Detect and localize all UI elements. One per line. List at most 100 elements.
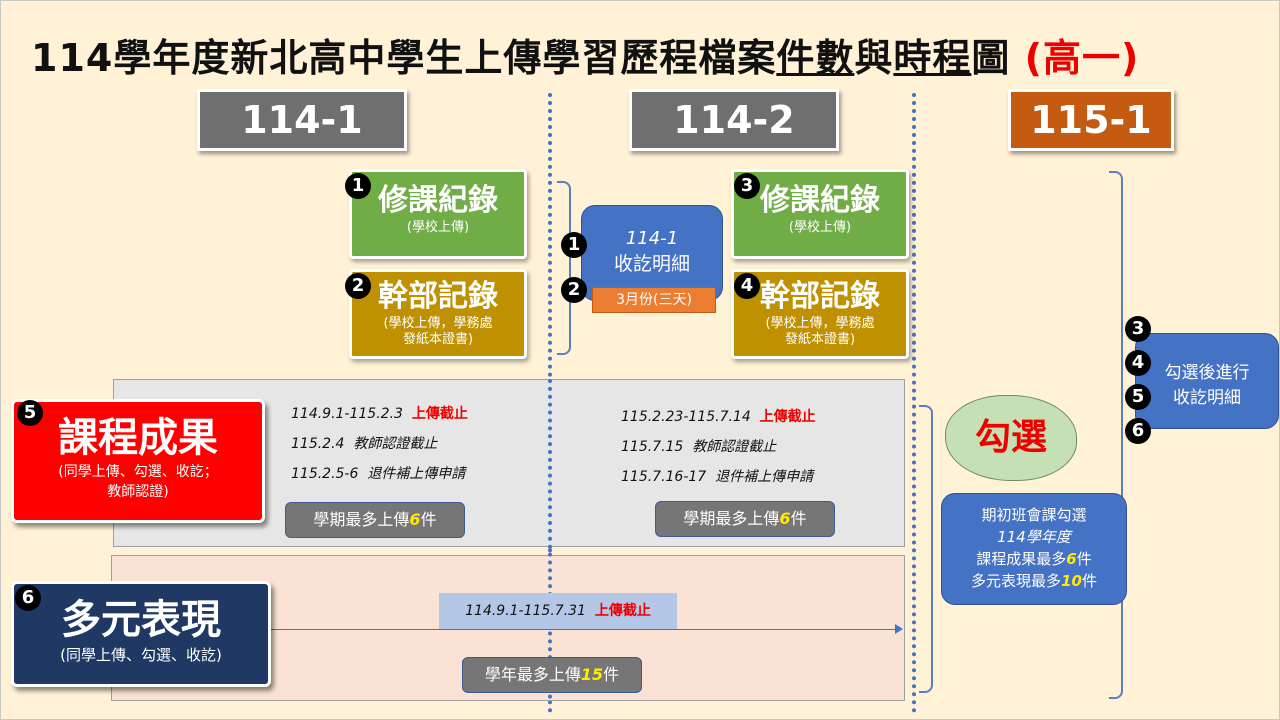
record-subtitle: (學校上傳，學務處 (765, 316, 875, 331)
schedule-line: 114.9.1-115.2.3 上傳截止 (291, 403, 468, 423)
schedule-date: 115.2.4 (291, 436, 345, 452)
limit-text: 學年最多上傳 (484, 665, 581, 684)
schedule-event: 教師認證截止 (353, 436, 438, 452)
title-grade: (高一) (1024, 36, 1140, 80)
selection-info-box: 期初班會課勾選 114學年度 課程成果最多6件 多元表現最多10件 (941, 493, 1127, 605)
schedule-line: 115.2.5-6 退件補上傳申請 (291, 463, 465, 483)
timeline-arrow (266, 629, 898, 630)
number-badge: 6 (15, 585, 41, 611)
record-box-course-2: 修課紀錄 (學校上傳) (731, 169, 909, 259)
receipt-period-tag: 3月份(三天) (592, 287, 716, 313)
course-results-box: 課程成果 (同學上傳、勾選、收訖； 教師認證) (11, 399, 265, 523)
semester-115-1: 115-1 (1008, 89, 1174, 151)
receipt-label: 收訖明細 (613, 253, 690, 275)
receipt-line: 勾選後進行 (1164, 363, 1250, 383)
record-box-course-1: 修課紀錄 (學校上傳) (349, 169, 527, 259)
number-badge: 2 (561, 277, 587, 303)
receipt-details-after-select: 勾選後進行 收訖明細 (1135, 333, 1279, 429)
schedule-event: 退件補上傳申請 (715, 469, 814, 485)
receipt-details-114-1: 114-1 收訖明細 (581, 205, 723, 301)
schedule-date: 115.2.23-115.7.14 (621, 409, 751, 425)
schedule-date: 115.7.16-17 (621, 469, 707, 485)
limit-number: 15 (580, 665, 604, 684)
number-badge: 2 (345, 273, 371, 299)
schedule-event: 退件補上傳申請 (367, 466, 466, 482)
selection-line: 多元表現最多10件 (942, 570, 1126, 592)
schedule-date: 114.9.1-115.2.3 (291, 406, 403, 422)
diverse-performance-box: 多元表現 (同學上傳、勾選、收訖) (11, 581, 271, 687)
selection-line: 期初班會課勾選 (981, 506, 1087, 524)
diverse-schedule: 114.9.1-115.7.31 上傳截止 (439, 593, 677, 629)
schedule-date: 115.7.15 (621, 439, 684, 455)
category-title: 多元表現 (61, 597, 221, 643)
limit-unit: 件 (420, 510, 437, 529)
bracket (557, 181, 571, 355)
limit-text: 學期最多上傳 (313, 510, 410, 529)
record-subtitle: (學校上傳) (406, 220, 470, 235)
number-badge: 5 (1125, 384, 1151, 410)
schedule-date: 114.9.1-115.7.31 (465, 603, 586, 619)
record-subtitle: (學校上傳，學務處 (383, 316, 493, 331)
title-text-end: 圖 (971, 36, 1011, 80)
page-title: 114學年度新北高中學生上傳學習歷程檔案件數與時程圖 (高一) (31, 27, 1139, 82)
bracket (1109, 171, 1123, 699)
semester-114-1: 114-1 (197, 89, 407, 151)
number-badge: 4 (1125, 350, 1151, 376)
limit-text: 學期最多上傳 (683, 509, 780, 528)
selection-number: 6 (1066, 550, 1077, 568)
year-limit-label: 學年最多上傳15件 (462, 657, 642, 693)
number-badge: 3 (1125, 316, 1151, 342)
record-subtitle: 發紙本證書) (402, 332, 474, 347)
record-box-cadre-2: 幹部記錄 (學校上傳，學務處 發紙本證書) (731, 269, 909, 359)
semester-limit-label: 學期最多上傳6件 (285, 502, 465, 538)
number-badge: 6 (1125, 418, 1151, 444)
record-subtitle: (學校上傳) (788, 220, 852, 235)
limit-unit: 件 (603, 665, 620, 684)
number-badge: 3 (734, 173, 760, 199)
record-title: 修課紀錄 (760, 183, 880, 218)
semester-114-2: 114-2 (629, 89, 839, 151)
record-title: 幹部記錄 (760, 279, 880, 314)
bracket (919, 405, 933, 693)
selection-unit: 件 (1081, 572, 1097, 590)
receipt-line: 收訖明細 (1173, 388, 1241, 408)
receipt-semester: 114-1 (625, 228, 679, 249)
number-badge: 1 (561, 232, 587, 258)
category-subtitle: (同學上傳、勾選、收訖； (58, 464, 218, 480)
number-badge: 4 (734, 273, 760, 299)
schedule-line: 115.2.4 教師認證截止 (291, 433, 437, 453)
selection-text: 多元表現最多 (971, 572, 1062, 590)
schedule-line: 115.2.23-115.7.14 上傳截止 (621, 406, 816, 426)
selection-line: 課程成果最多6件 (942, 548, 1126, 570)
number-badge: 5 (17, 400, 43, 426)
selection-line: 114學年度 (997, 528, 1071, 546)
category-subtitle: 教師認證) (107, 484, 169, 500)
title-underlined-count: 件數 (776, 36, 855, 80)
arrow-head-icon (895, 624, 903, 634)
schedule-deadline: 上傳截止 (411, 406, 468, 422)
record-title: 修課紀錄 (378, 183, 498, 218)
title-underlined-schedule: 時程 (893, 36, 972, 80)
schedule-event: 教師認證截止 (692, 439, 777, 455)
selection-text: 課程成果最多 (976, 550, 1067, 568)
limit-number: 6 (409, 510, 421, 529)
category-subtitle: (同學上傳、勾選、收訖) (60, 646, 222, 664)
schedule-date: 115.2.5-6 (291, 466, 359, 482)
title-text-mid: 與 (854, 36, 894, 80)
record-subtitle: 發紙本證書) (784, 332, 856, 347)
divider-dotted (912, 93, 916, 713)
selection-unit: 件 (1076, 550, 1092, 568)
select-cloud: 勾選 (945, 395, 1077, 481)
category-title: 課程成果 (58, 415, 218, 461)
schedule-deadline: 上傳截止 (594, 603, 651, 619)
schedule-deadline: 上傳截止 (759, 409, 816, 425)
number-badge: 1 (345, 173, 371, 199)
title-text: 114學年度新北高中學生上傳學習歷程檔案 (31, 36, 777, 80)
selection-number: 10 (1061, 572, 1082, 590)
record-box-cadre-1: 幹部記錄 (學校上傳，學務處 發紙本證書) (349, 269, 527, 359)
schedule-line: 115.7.16-17 退件補上傳申請 (621, 466, 813, 486)
limit-unit: 件 (790, 509, 807, 528)
schedule-line: 115.7.15 教師認證截止 (621, 436, 776, 456)
semester-limit-label: 學期最多上傳6件 (655, 501, 835, 537)
